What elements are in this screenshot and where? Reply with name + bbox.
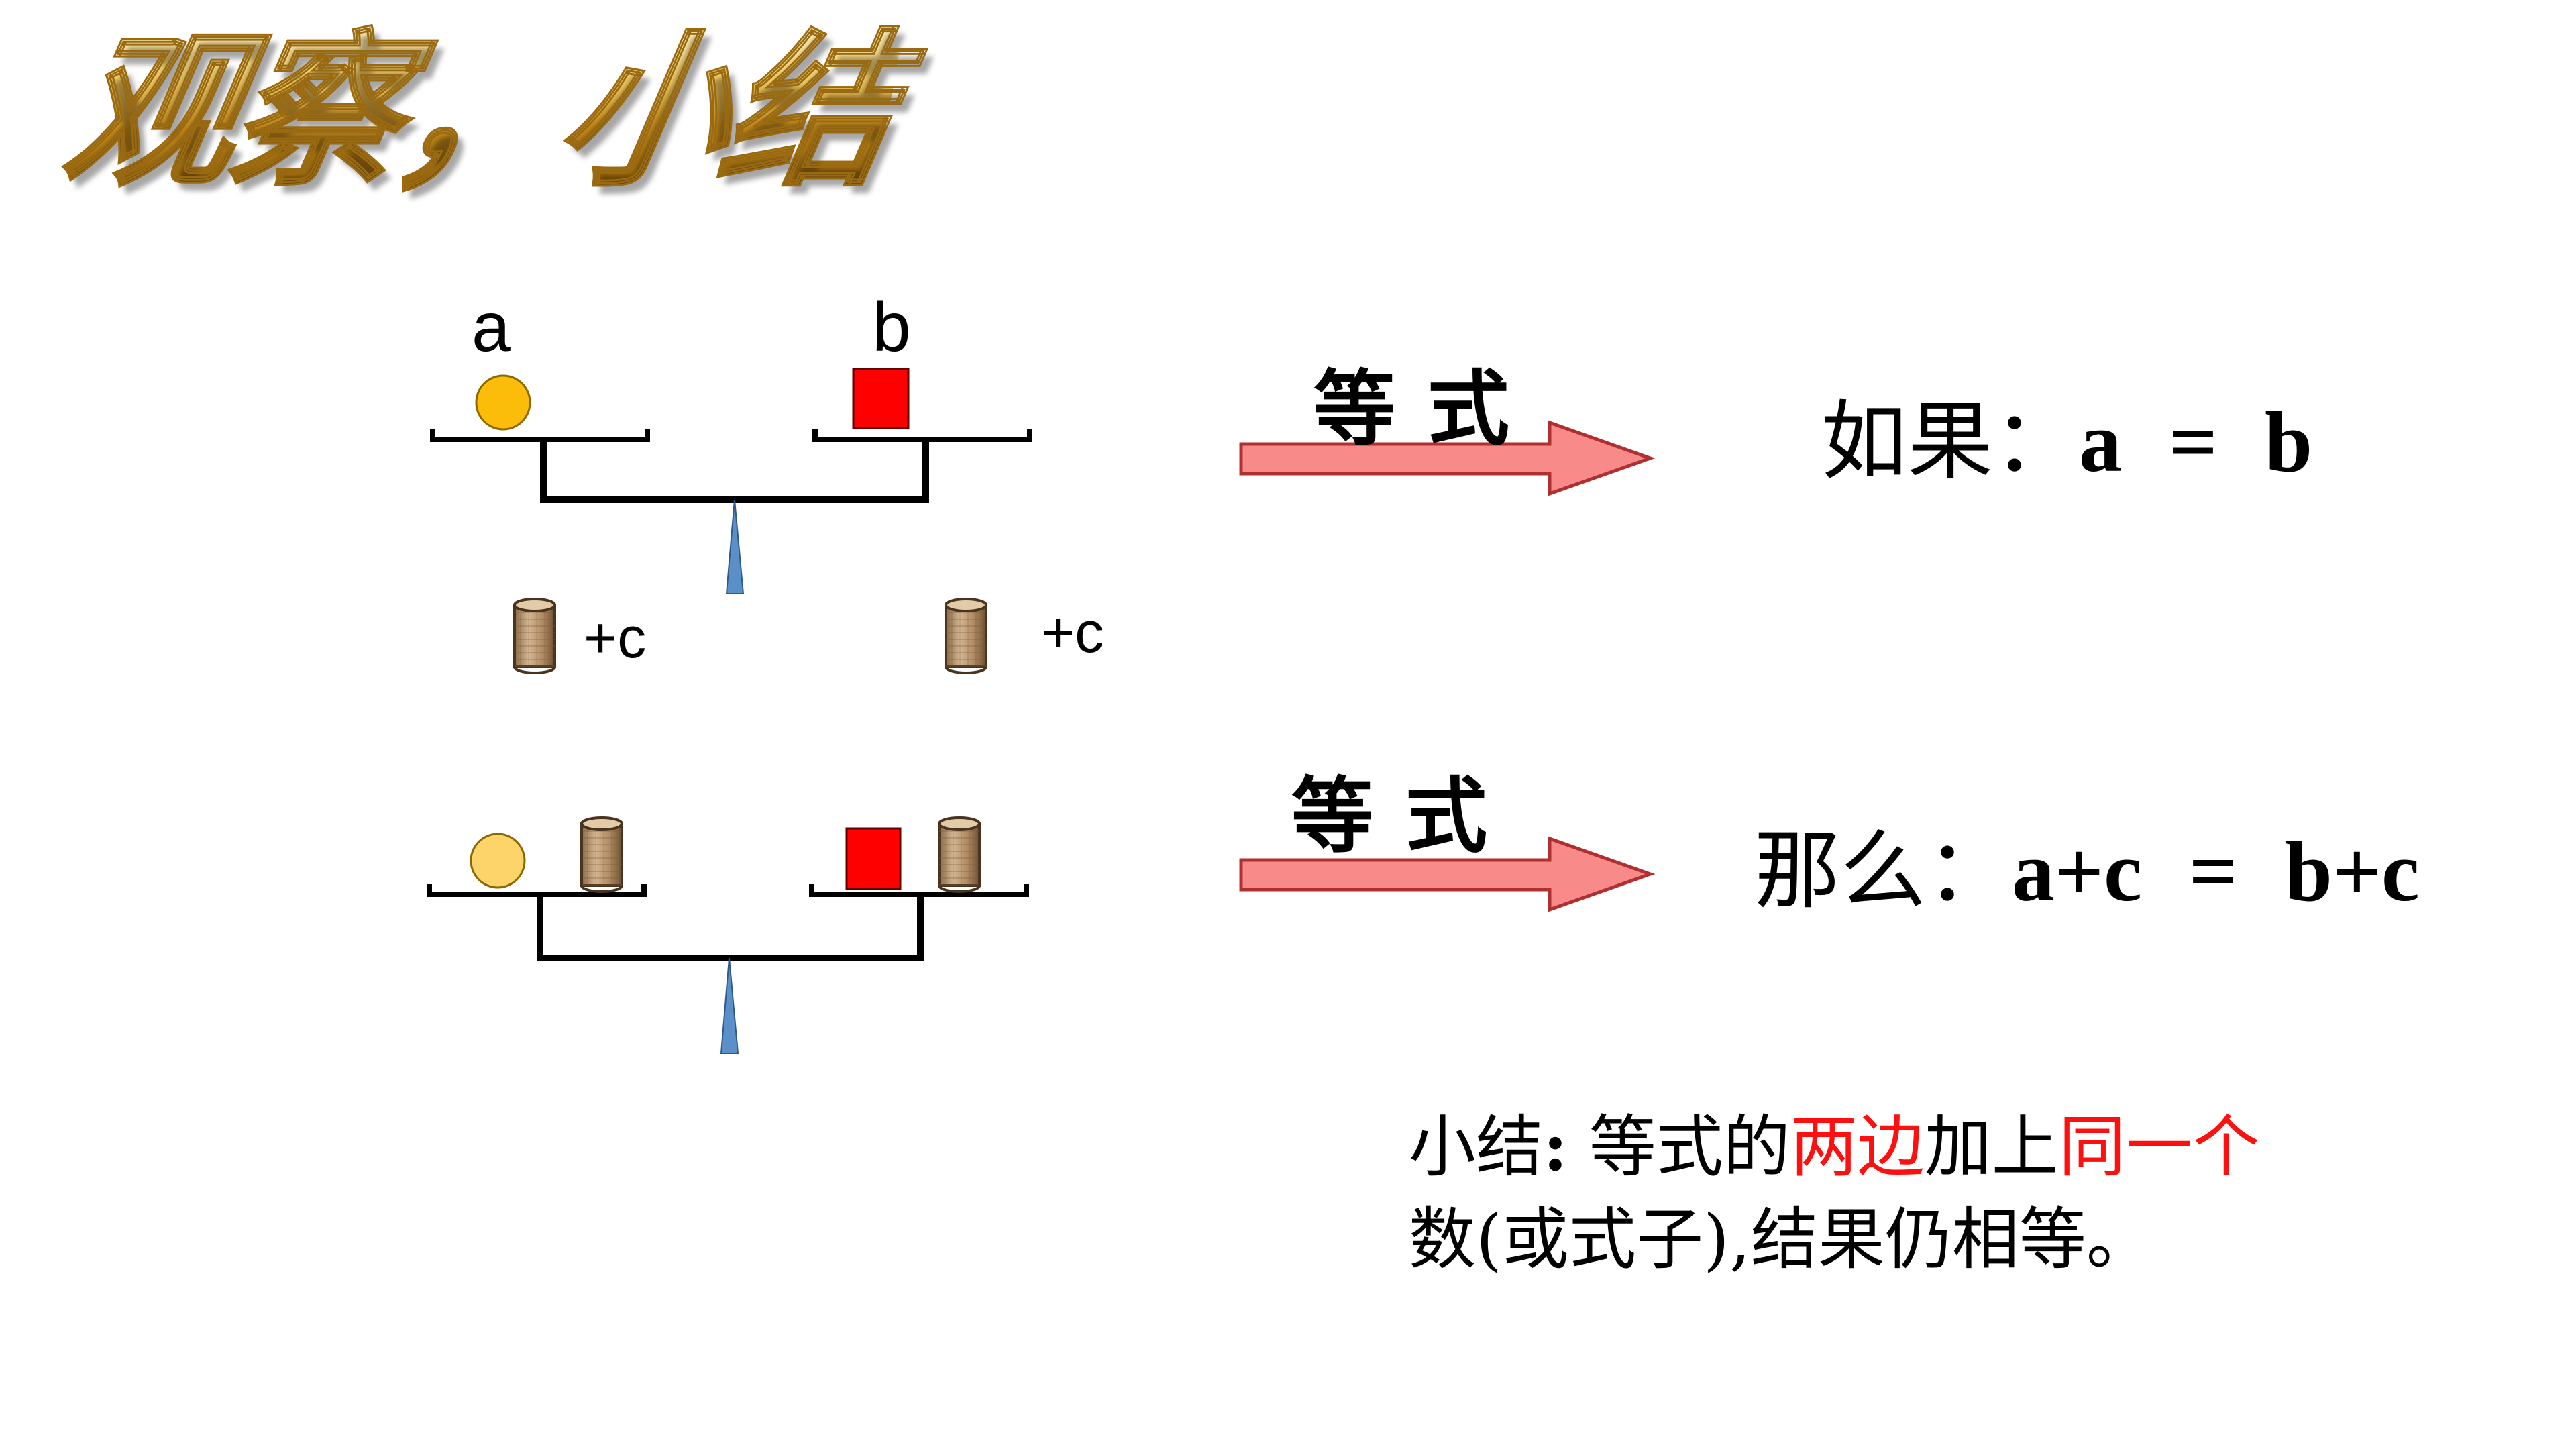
equation-op: = [2188, 824, 2238, 919]
equation-lhs: a+c [2012, 824, 2142, 919]
label-b: b [872, 288, 911, 366]
fulcrum [725, 499, 745, 594]
square-b [852, 368, 910, 429]
arrow-1-label: 等式 [1313, 360, 1542, 457]
balance-bottom [427, 816, 1029, 1054]
summary-highlight-both-sides: 两边 [1790, 1108, 1925, 1186]
equation-op: = [2169, 394, 2218, 490]
arrow-2 [1239, 836, 1656, 912]
right-pan [812, 429, 1032, 442]
equation-rhs: b+c [2284, 824, 2420, 919]
balance-top [430, 368, 1032, 594]
equation-rhs: b [2264, 394, 2313, 490]
weight-c-right [945, 598, 987, 674]
fulcrum [720, 957, 739, 1054]
equation-if: 如果：a=b [1821, 399, 2312, 486]
left-pan [430, 429, 650, 442]
equation-prefix: 如果： [1821, 392, 2080, 492]
summary-line-1: 小结: 等式的两边加上同一个 [1409, 1100, 2509, 1193]
weight-c-left [513, 598, 556, 674]
beam [537, 894, 924, 961]
equation-then: 那么：a+c=b+c [1754, 828, 2420, 915]
summary-colon: : [1543, 1107, 1568, 1186]
circle-a [470, 833, 526, 889]
arrow-2-label: 等式 [1291, 767, 1519, 864]
square-b [845, 827, 902, 890]
equation-prefix: 那么： [1754, 821, 2012, 921]
weight-c [580, 816, 623, 893]
summary-text: 小结: 等式的两边加上同一个 数(或式子),结果仍相等。 [1409, 1100, 2509, 1286]
summary-line-2: 数(或式子),结果仍相等。 [1409, 1200, 2153, 1279]
circle-a [475, 374, 531, 431]
plus-c-right-label: +c [1041, 600, 1104, 665]
plus-c-left-label: +c [584, 606, 647, 670]
right-pan [809, 884, 1029, 897]
summary-part2: 加上 [1924, 1108, 2059, 1186]
summary-highlight-same-number: 同一个 [2058, 1108, 2260, 1186]
weight-c [938, 816, 981, 893]
arrow-1 [1239, 420, 1656, 496]
label-a: a [472, 288, 511, 366]
equation-lhs: a [2079, 394, 2123, 490]
summary-part1: 等式的 [1567, 1108, 1790, 1186]
summary-lead: 小结 [1409, 1108, 1543, 1186]
beam [540, 439, 929, 503]
